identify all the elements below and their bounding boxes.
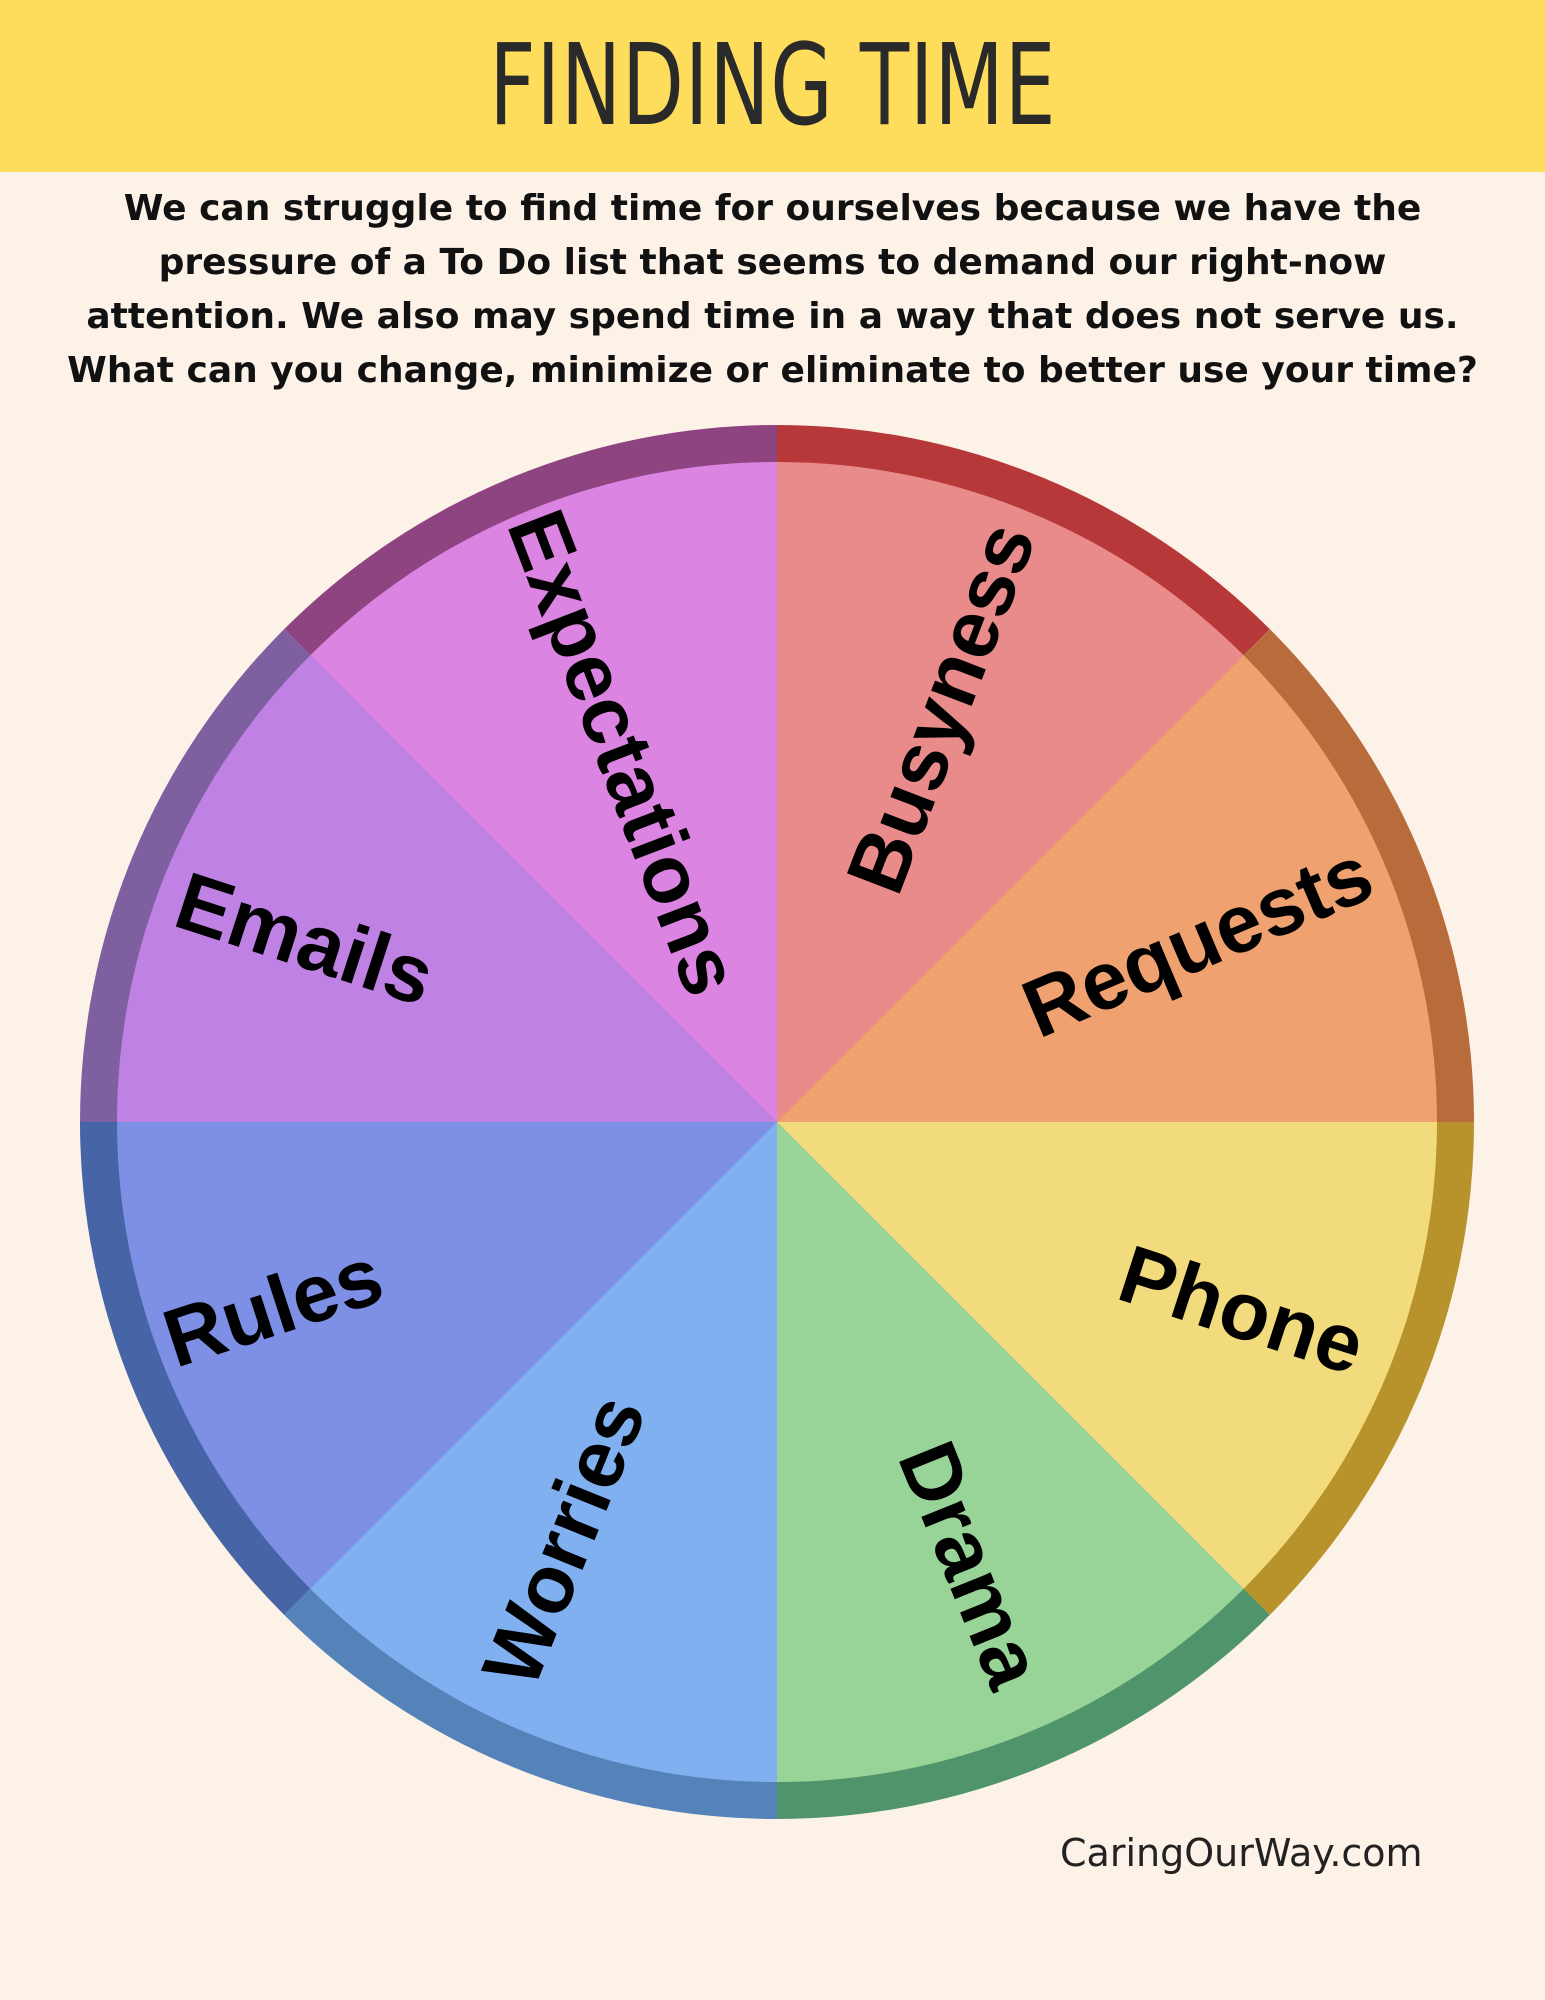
wedge-busyness	[777, 462, 1244, 1122]
wedge-phone	[777, 1122, 1437, 1589]
title-banner: FINDING TIME	[0, 0, 1545, 172]
wheel-wedges	[117, 462, 1437, 1782]
intro-line: We can struggle to find time for ourselv…	[123, 188, 1422, 229]
wedge-requests	[777, 655, 1437, 1122]
wedge-emails	[117, 655, 777, 1122]
wedge-expectations	[310, 462, 777, 1122]
intro-line: pressure of a To Do list that seems to d…	[158, 242, 1387, 283]
site-credit: CaringOurWay.com	[1060, 1831, 1423, 1875]
wedge-drama	[777, 1122, 1244, 1782]
intro-line: What can you change, minimize or elimina…	[67, 350, 1478, 391]
intro-line: attention. We also may spend time in a w…	[86, 296, 1459, 337]
wedge-rules	[117, 1122, 777, 1589]
wedge-worries	[310, 1122, 777, 1782]
intro-text: We can struggle to find time for ourselv…	[40, 182, 1505, 398]
page-title: FINDING TIME	[488, 21, 1057, 151]
